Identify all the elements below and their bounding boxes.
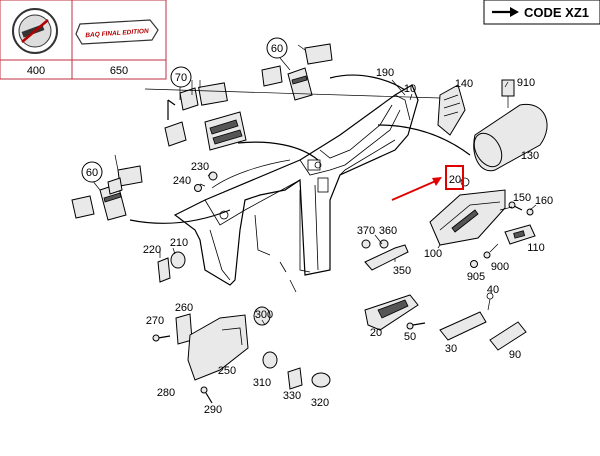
leader-curve-130 (377, 124, 471, 156)
callout-60-left[interactable]: 60 (81, 161, 103, 183)
nut-230-240 (194, 171, 218, 192)
callout-40[interactable]: 40 (487, 284, 499, 296)
screw-150 (508, 201, 534, 216)
highlight-arrow (391, 177, 442, 201)
panel-90 (489, 321, 527, 351)
callout-300[interactable]: 300 (255, 309, 273, 321)
svg-text:70: 70 (175, 72, 187, 84)
callout-160[interactable]: 160 (535, 195, 553, 207)
screw-50 (406, 322, 426, 330)
glovebox-100 (429, 177, 506, 246)
vent-group-70 (164, 80, 247, 151)
screw-290 (200, 386, 213, 404)
callout-370[interactable]: 370 (357, 225, 375, 237)
callout-330[interactable]: 330 (283, 390, 301, 402)
smoking-package-badge-icon (12, 8, 58, 54)
callout-220[interactable]: 220 (143, 244, 161, 256)
handle-350 (361, 239, 409, 271)
callout-900[interactable]: 900 (491, 261, 509, 273)
code-box: CODE XZ1 (483, 0, 600, 25)
code-label: CODE XZ1 (524, 5, 589, 20)
bracket-30 (439, 292, 494, 341)
callout-250[interactable]: 250 (218, 365, 236, 377)
callout-280[interactable]: 280 (157, 387, 175, 399)
callout-140[interactable]: 140 (455, 78, 473, 90)
arrow-right-icon (492, 7, 519, 17)
callout-260[interactable]: 260 (175, 302, 193, 314)
callout-210[interactable]: 210 (170, 237, 188, 249)
option-650-number: 650 (110, 65, 128, 77)
grommet-320 (311, 372, 331, 388)
final-edition-badge-text: BAQ FINAL EDITION (85, 28, 149, 39)
callout-270[interactable]: 270 (146, 315, 164, 327)
callout-90[interactable]: 90 (509, 349, 521, 361)
callout-20-lower[interactable]: 20 (370, 327, 382, 339)
cover-20 (364, 294, 419, 331)
callout-230[interactable]: 230 (191, 161, 209, 173)
callout-labels: 190 10 140 910 230 240 130 20 150 160 22… (143, 67, 553, 416)
callout-130[interactable]: 130 (521, 150, 539, 162)
callout-240[interactable]: 240 (173, 175, 191, 187)
bracket-910 (501, 79, 515, 108)
callout-70[interactable]: 70 (170, 66, 192, 88)
leader-curve-70 (237, 141, 319, 161)
callout-100[interactable]: 100 (424, 248, 442, 260)
airbag-module-130 (473, 103, 548, 172)
highlight-box-20[interactable] (445, 165, 464, 190)
callout-310[interactable]: 310 (253, 377, 271, 389)
bumper-905-900 (470, 243, 499, 268)
leader-curve-60b (129, 209, 231, 224)
screw-270 (152, 334, 171, 342)
clip-220 (157, 257, 171, 283)
vent-group-60-top (261, 43, 333, 101)
callout-110[interactable]: 110 (527, 242, 545, 254)
callout-10[interactable]: 10 (404, 83, 416, 95)
callout-190[interactable]: 190 (376, 67, 394, 79)
leader-curve-190 (329, 74, 406, 91)
grommet-210 (170, 251, 186, 269)
option-400-number: 400 (27, 65, 45, 77)
callout-60-top[interactable]: 60 (266, 37, 288, 59)
final-edition-badge-icon: BAQ FINAL EDITION (75, 19, 159, 45)
bracket-330 (287, 367, 303, 390)
clip-310 (262, 351, 278, 369)
svg-text:60: 60 (86, 167, 98, 179)
svg-text:60: 60 (271, 43, 283, 55)
callout-320[interactable]: 320 (311, 397, 329, 409)
side-trim-250 (187, 314, 249, 381)
side-vent-140 (437, 84, 466, 136)
vent-group-60-left (71, 154, 143, 221)
dashboard-carrier (173, 84, 419, 293)
callout-150[interactable]: 150 (513, 192, 531, 204)
callout-50[interactable]: 50 (404, 331, 416, 343)
callout-350[interactable]: 350 (393, 265, 411, 277)
callout-905[interactable]: 905 (467, 271, 485, 283)
callout-290[interactable]: 290 (204, 404, 222, 416)
option-box-650[interactable]: BAQ FINAL EDITION 650 (71, 0, 167, 80)
callout-30[interactable]: 30 (445, 343, 457, 355)
clip-300 (253, 306, 271, 326)
leader-curve-240 (211, 159, 291, 189)
option-box-400[interactable]: 400 (0, 0, 73, 80)
callout-910[interactable]: 910 (517, 77, 535, 89)
latch-110 (504, 224, 536, 245)
leader-lines (144, 79, 537, 326)
callout-20-highlighted[interactable]: 20 (449, 174, 461, 186)
callout-360[interactable]: 360 (379, 225, 397, 237)
